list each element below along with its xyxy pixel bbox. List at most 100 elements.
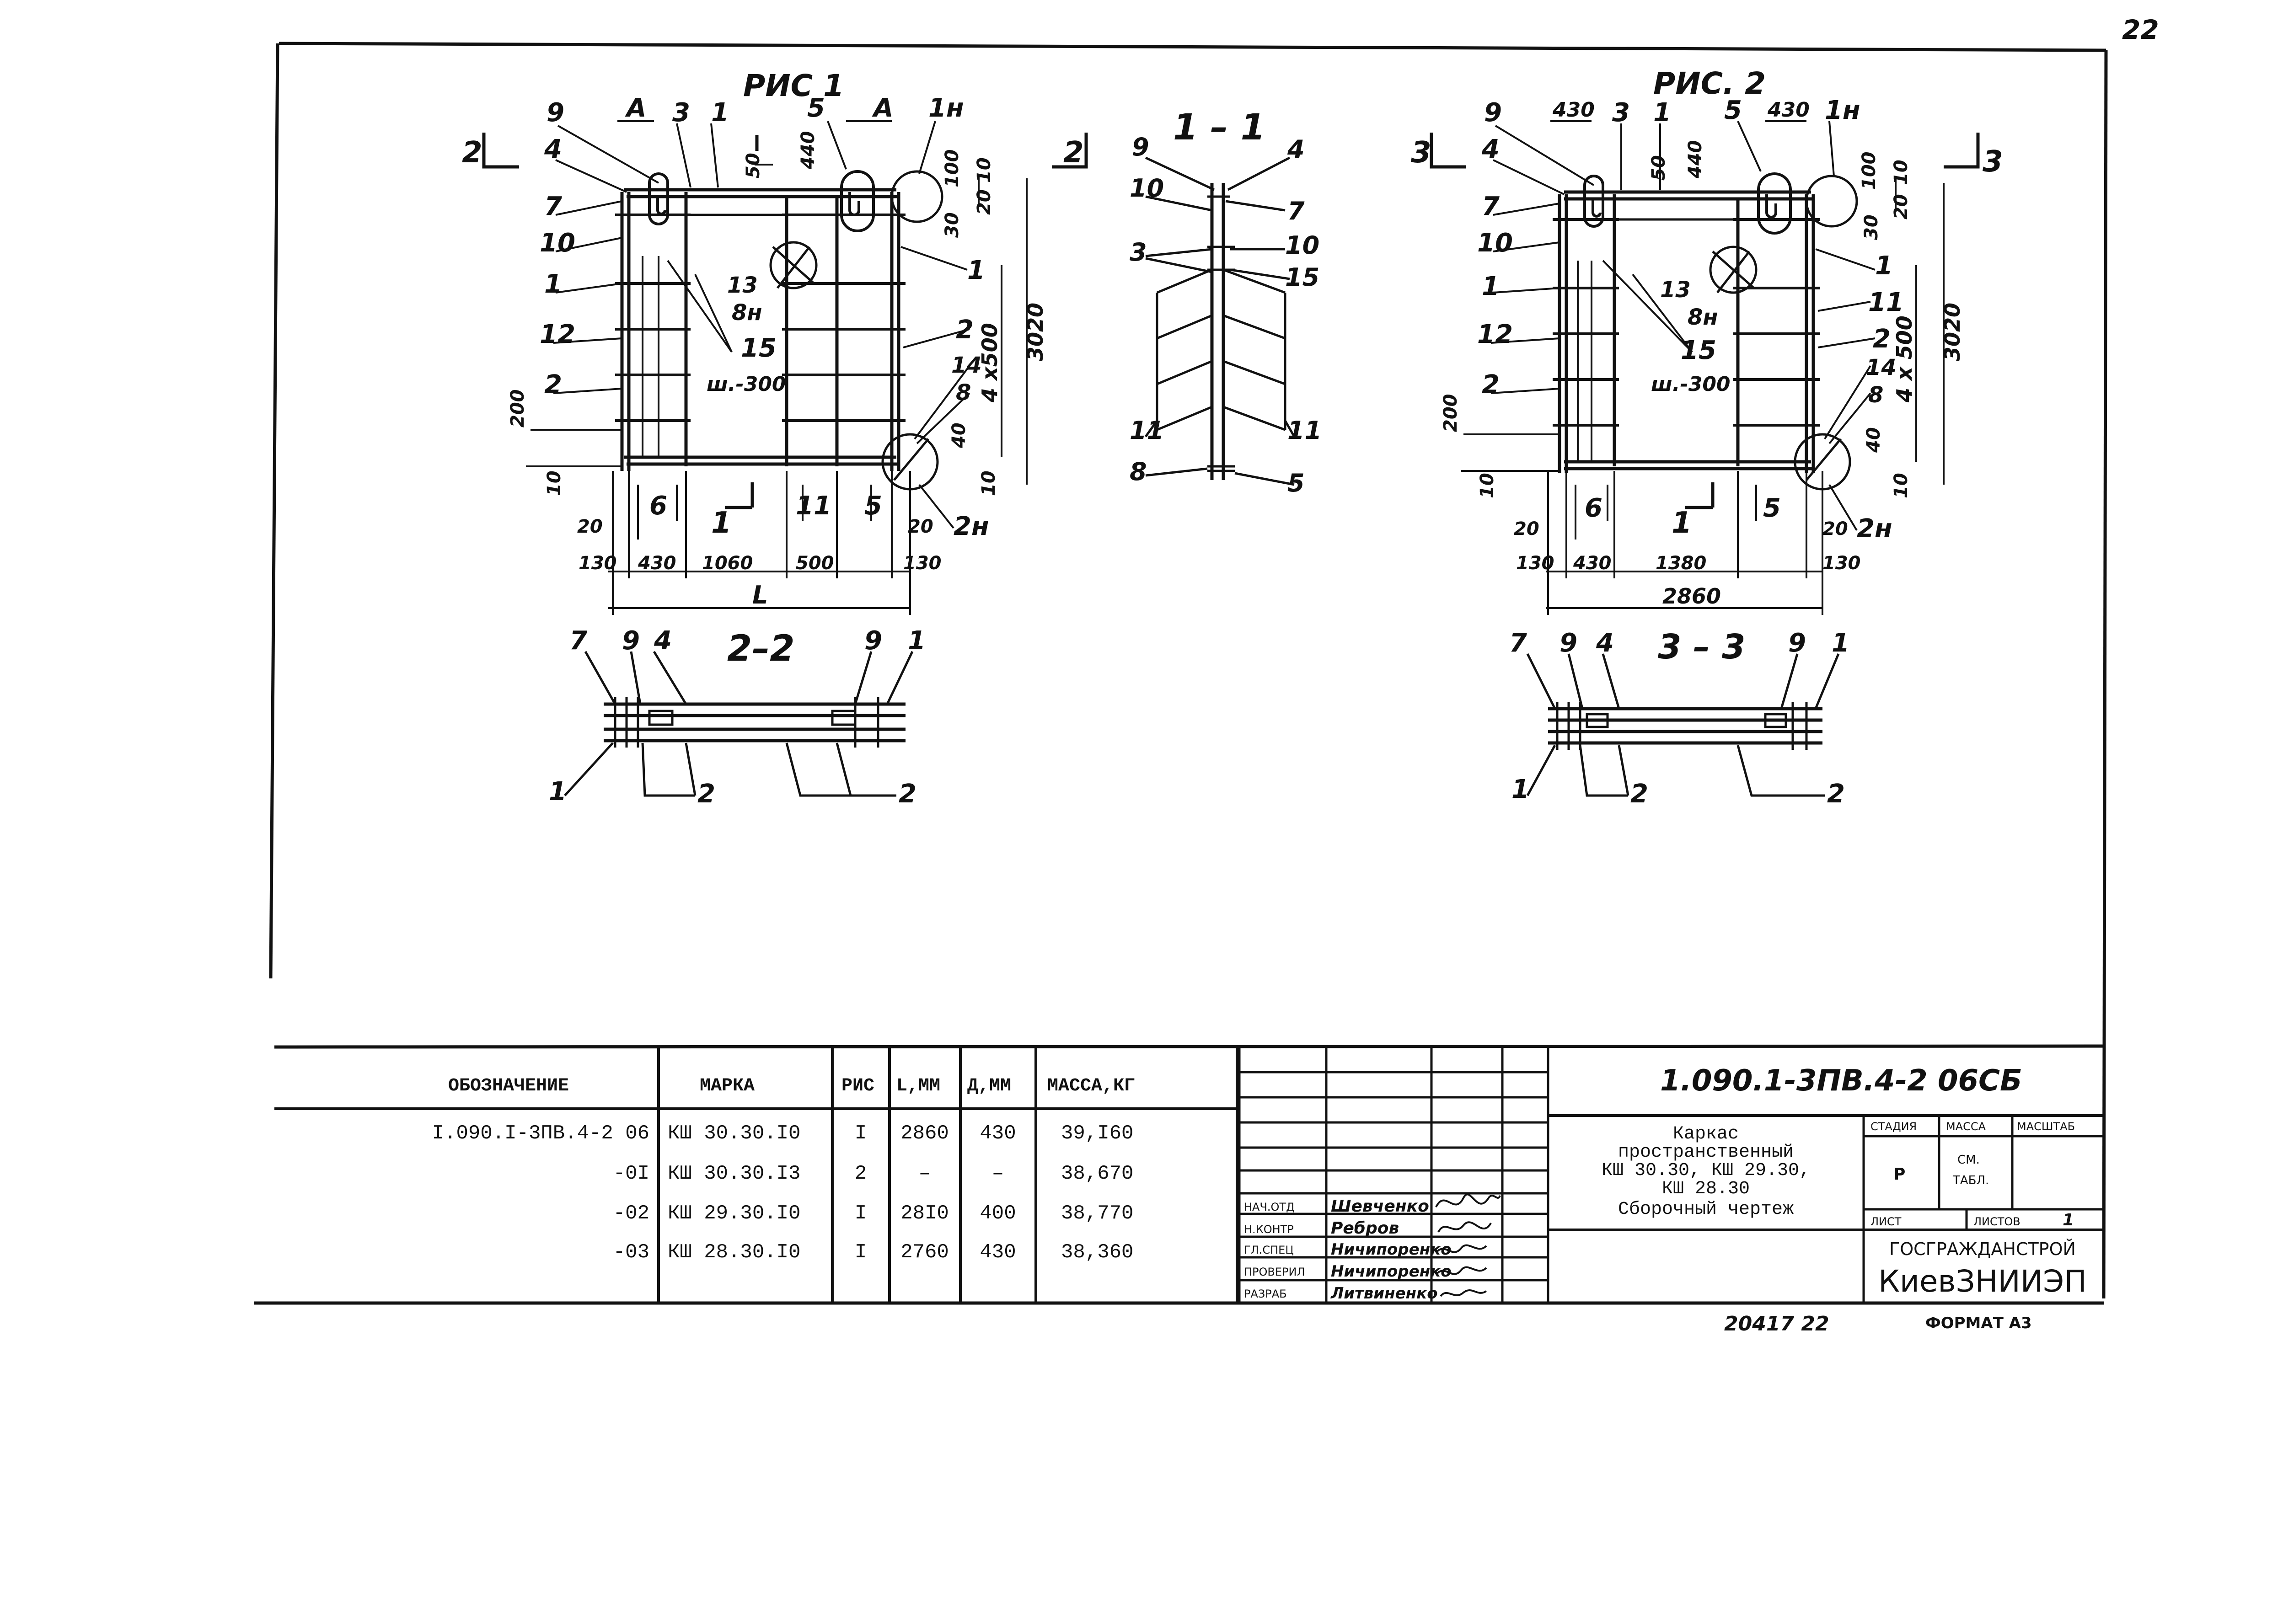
spec-row-3-mark: КШ 28.30.I0 (668, 1241, 800, 1264)
fig2-dim-200: 200 (1440, 394, 1461, 433)
s11-callout-7: 7 (1287, 197, 1305, 225)
mass-value-line-1: СМ. (1957, 1153, 1980, 1167)
spec-header-designation: ОБОЗНАЧЕНИЕ (448, 1076, 569, 1096)
fig1-callout-15: 15 (741, 333, 777, 363)
fig2-callout-8: 8 (1868, 382, 1883, 408)
spec-row-2-mark: КШ 29.30.I0 (668, 1202, 800, 1225)
sign-name-4: Литвиненко (1330, 1284, 1438, 1303)
fig2-dim-20-top: 20 (1891, 194, 1912, 219)
inventory-number: 20417 22 (1724, 1312, 1829, 1336)
fig2-callout-3: 3 (1612, 98, 1630, 128)
scale-header: МАСШТАБ (2017, 1120, 2075, 1133)
stage-header: СТАДИЯ (1870, 1120, 1917, 1133)
fig2-dim-4x500: 4 x 500 (1892, 315, 1917, 403)
fig1-callout-10: 10 (540, 228, 575, 258)
sheet-frame (254, 42, 2108, 1305)
fig2-callout-1-right: 1 (1875, 251, 1893, 281)
sheets-label: ЛИСТОВ (1973, 1215, 2020, 1228)
fig2-dim-100: 100 (1859, 152, 1880, 190)
spec-header-mass: МАССА,КГ (1047, 1076, 1135, 1096)
s22-callout-2-left: 2 (697, 779, 715, 809)
fig1-dim-3020: 3020 (1023, 303, 1048, 361)
fig1-callout-14: 14 (951, 353, 982, 378)
figure-2: РИС. 2 (1411, 66, 2003, 615)
fig2-dim-130-left: 130 (1516, 553, 1554, 574)
specification-table: ОБОЗНАЧЕНИЕ МАРКА РИС L,ММ Д,ММ МАССА,КГ… (274, 1047, 1238, 1303)
fig1-mark-bottom: 1 (711, 506, 732, 540)
s22-callout-9-left: 9 (622, 626, 640, 656)
fig1-dim-20-right: 20 (908, 516, 933, 537)
figure-1-detail-circles (769, 170, 943, 491)
sign-role-1: Н.КОНТР (1244, 1223, 1294, 1236)
fig2-callout-7: 7 (1482, 192, 1500, 221)
fig1-callout-3: 3 (672, 98, 690, 128)
fig1-dim-30: 30 (942, 212, 963, 238)
spec-row-3-designation: -03 (613, 1241, 649, 1264)
fig1-pitch: ш.-300 (707, 373, 786, 396)
section-1-1: 1 – 1 9 (1130, 107, 1322, 497)
fig2-callout-2-left: 2 (1482, 370, 1500, 400)
spec-row-2-designation: -02 (613, 1202, 649, 1225)
fig2-callout-15: 15 (1681, 336, 1716, 365)
fig2-callout-4: 4 (1481, 134, 1500, 164)
s33-callout-1-top: 1 (1832, 628, 1849, 658)
s22-callout-9-right: 9 (864, 626, 882, 656)
figure-1-section-marks (482, 133, 1088, 509)
spec-row-2-L: 28I0 (900, 1202, 949, 1225)
s11-callout-11-right: 11 (1287, 416, 1322, 445)
figure-1-title: РИС 1 (743, 68, 844, 103)
sign-name-0: Шевченко (1331, 1197, 1429, 1216)
s33-callout-2-right: 2 (1827, 779, 1845, 809)
fig1-callout-2-left: 2 (544, 370, 562, 400)
sign-name-3: Ничипоренко (1331, 1262, 1452, 1281)
document-code: 1.090.1-3ПВ.4-2 06СБ (1660, 1064, 2022, 1098)
fig2-callout-10: 10 (1477, 228, 1513, 258)
figure-1-dimension-values: 50 440 100 10 30 20 3020 4 x500 40 10 20… (507, 131, 1048, 610)
sheets-value: 1 (2063, 1211, 2074, 1229)
s11-callout-4: 4 (1287, 135, 1305, 164)
spec-row-0-designation: I.090.I-3ПВ.4-2 06 (432, 1122, 649, 1145)
spec-row-0-mark: КШ 30.30.I0 (668, 1122, 800, 1145)
figure-1-dimensions (526, 120, 1028, 615)
description-line-2: пространственный (1618, 1142, 1794, 1163)
s11-callout-10-left: 10 (1130, 174, 1164, 203)
fig1-callout-5-bottom: 5 (864, 491, 882, 521)
fig1-dim-40: 40 (949, 422, 970, 449)
sign-role-3: ПРОВЕРИЛ (1244, 1266, 1305, 1278)
s22-callout-2-right: 2 (899, 779, 916, 809)
fig2-callout-2n: 2н (1857, 514, 1892, 544)
fig2-dim-1380: 1380 (1656, 553, 1706, 574)
figure-2-title: РИС. 2 (1653, 66, 1766, 101)
fig1-callout-5: 5 (807, 93, 825, 123)
spec-row-0-mass: 39,I60 (1061, 1122, 1133, 1145)
spec-header-fig: РИС (841, 1076, 874, 1096)
fig2-callout-14: 14 (1866, 355, 1897, 380)
fig1-dim-130-left: 130 (579, 553, 617, 574)
fig1-dim-200: 200 (507, 390, 528, 428)
s33-callout-1-bottom: 1 (1511, 775, 1529, 804)
organization-line-1: ГОСГРАЖДАНСТРОЙ (1889, 1239, 2076, 1259)
spec-row-1-D: – (992, 1162, 1004, 1185)
fig1-callout-2-right: 2 (956, 315, 974, 345)
s22-callout-7: 7 (569, 626, 587, 656)
fig2-callout-430-left: 430 (1552, 98, 1595, 122)
fig1-callout-9: 9 (547, 98, 564, 128)
fig1-callout-7: 7 (544, 192, 562, 221)
section-3-3-title: 3 – 3 (1658, 627, 1746, 667)
fig1-callout-A-left: А (625, 93, 646, 123)
fig2-callout-5: 5 (1724, 96, 1742, 125)
spec-header-L: L,ММ (896, 1076, 940, 1096)
description-line-3: КШ 30.30, КШ 29.30, (1602, 1160, 1810, 1181)
s33-callout-7: 7 (1509, 628, 1527, 658)
fig1-callout-1-left: 1 (544, 269, 562, 299)
fig2-dim-10-top: 10 (1891, 160, 1912, 185)
sheet-label: ЛИСТ (1870, 1215, 1902, 1228)
stage-value: Р (1893, 1165, 1905, 1184)
fig2-dim-130-right: 130 (1822, 553, 1861, 574)
spec-row-2-mass: 38,770 (1061, 1202, 1133, 1225)
fig2-dim-total: 2860 (1662, 584, 1721, 609)
fig1-callout-1-top: 1 (711, 98, 729, 128)
fig1-callout-4: 4 (544, 134, 562, 164)
spec-row-1-mark: КШ 30.30.I3 (668, 1162, 800, 1185)
description-line-1: Каркас (1673, 1124, 1739, 1144)
